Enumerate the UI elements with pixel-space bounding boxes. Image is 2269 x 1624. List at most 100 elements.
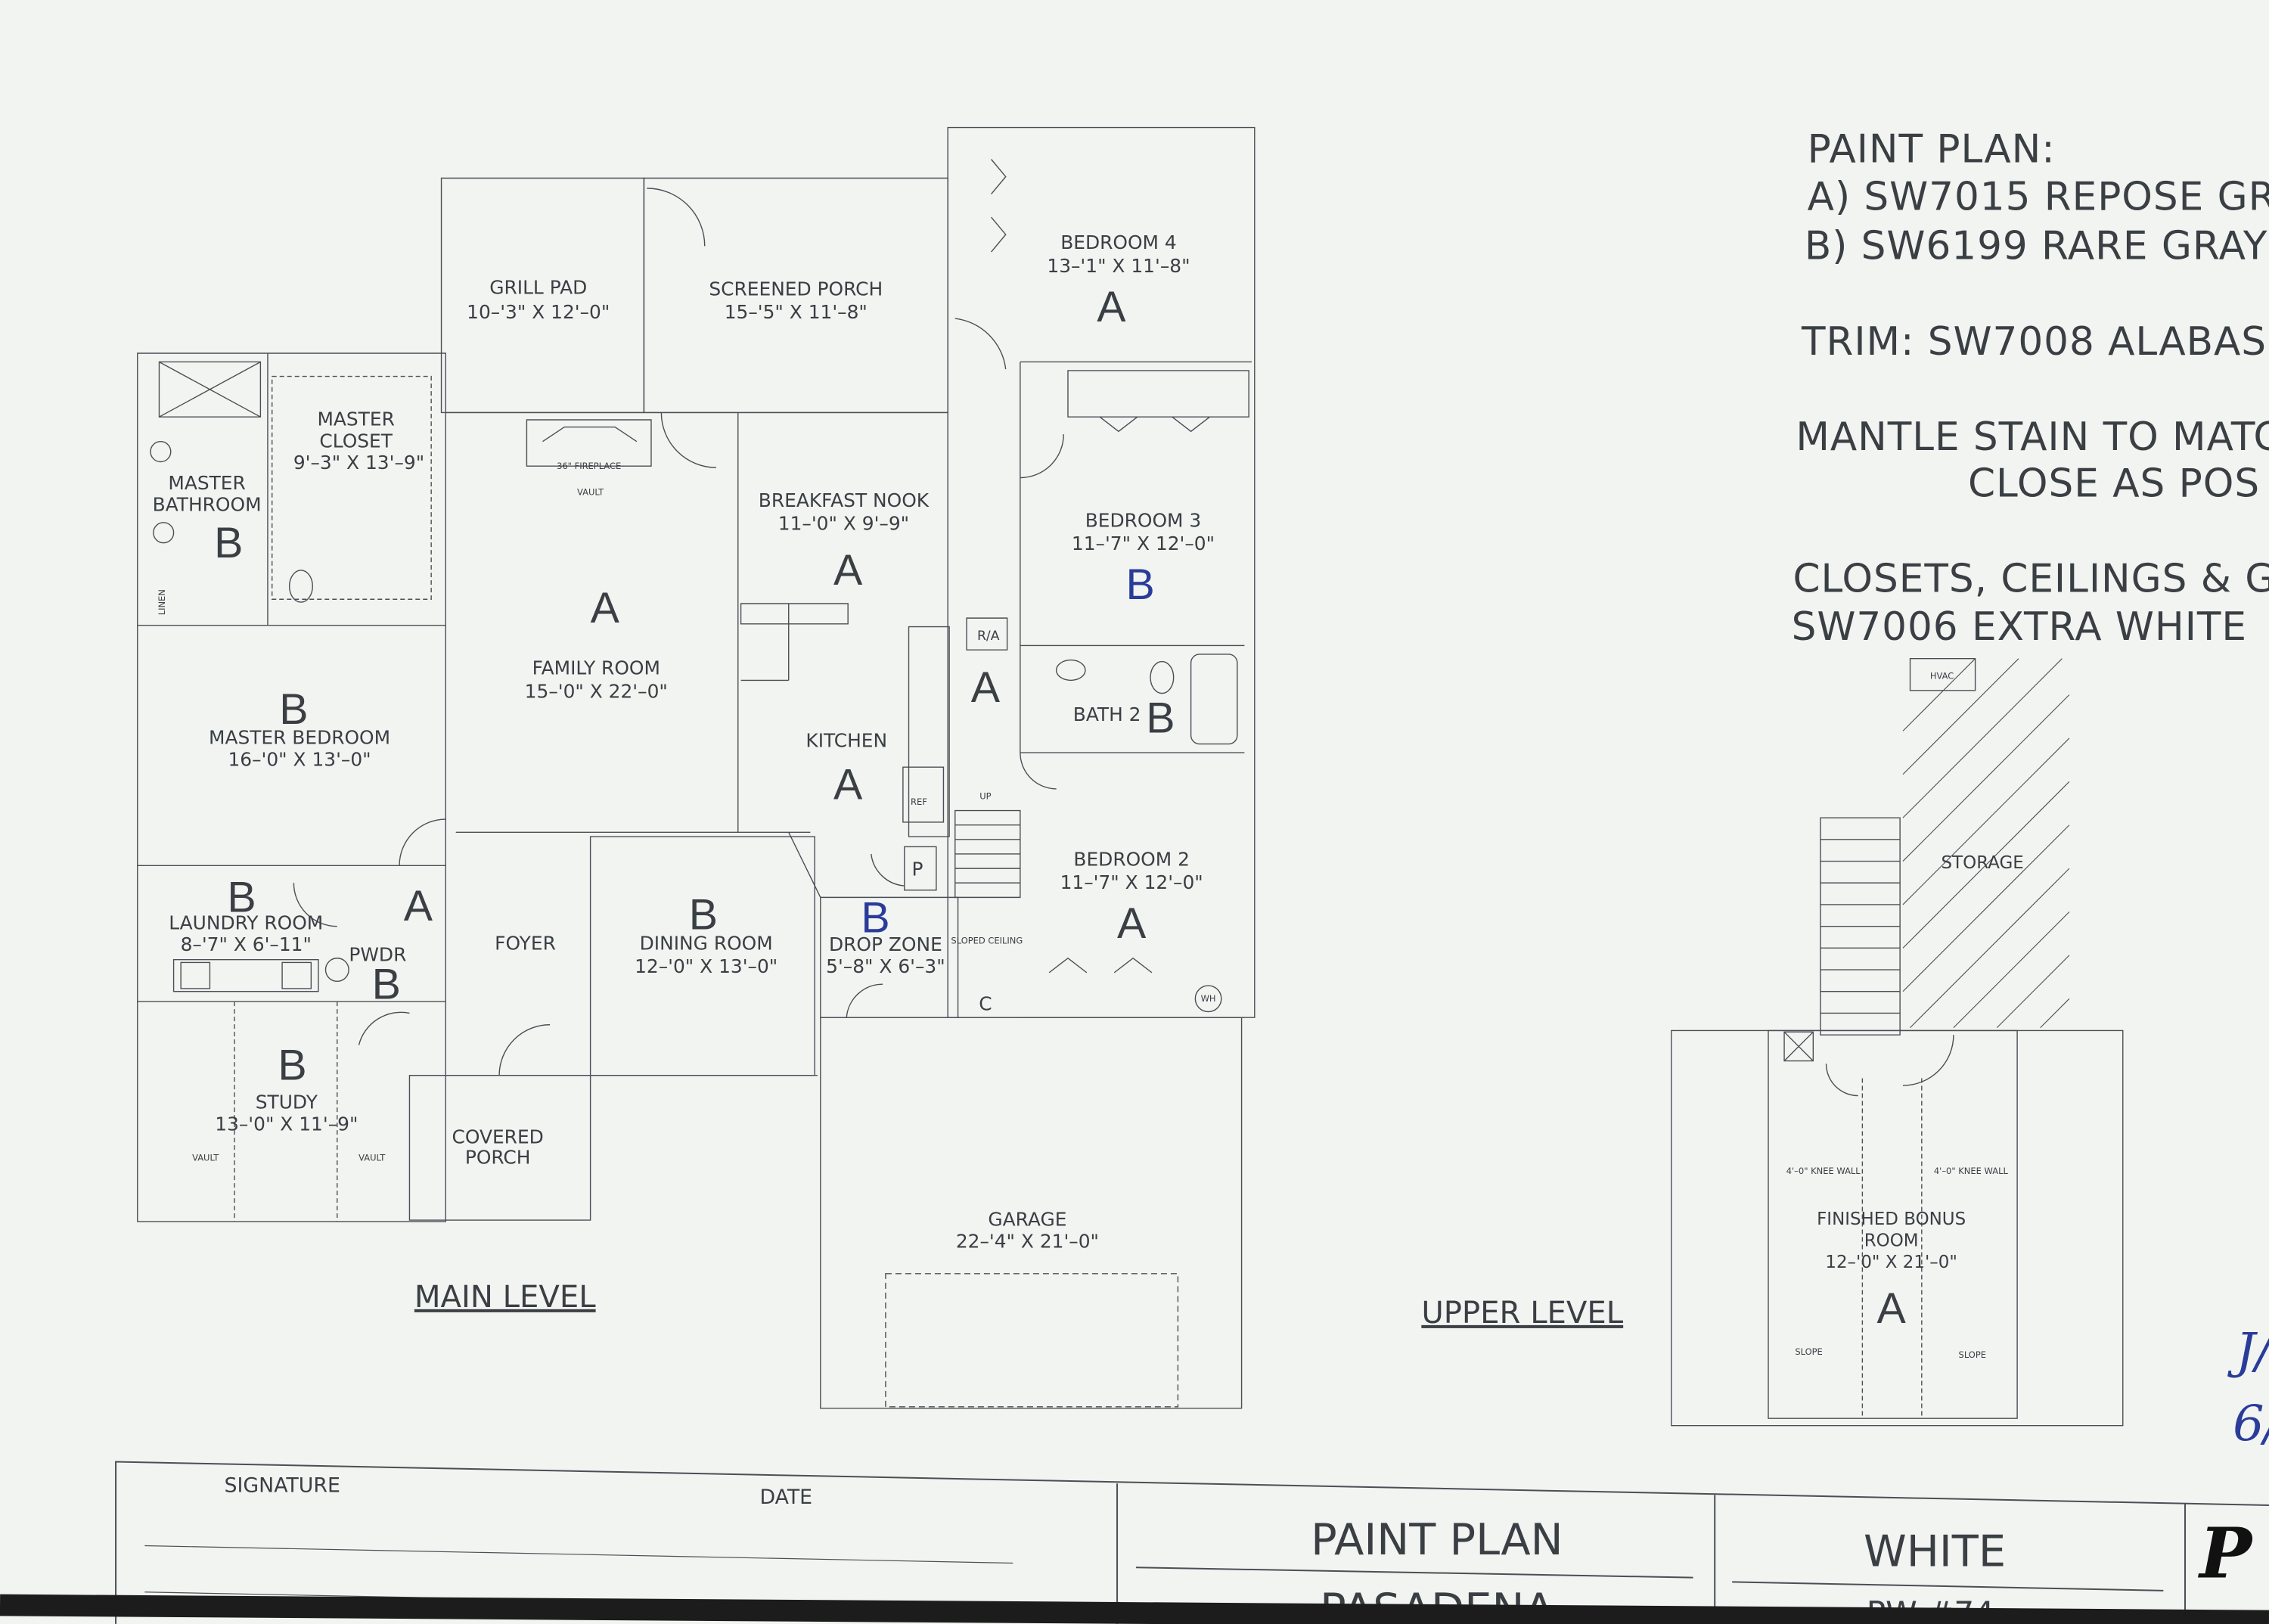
covered-porch-walls — [409, 1076, 590, 1220]
bedroom-4-label: BEDROOM 4 — [1060, 231, 1176, 253]
study-vault-left: VAULT — [192, 1153, 219, 1163]
family-vault-label: VAULT — [577, 486, 604, 497]
master-bathroom-paint-code: B — [214, 519, 243, 567]
upper-stairs — [1820, 818, 1900, 1035]
bonus-room-label-2: ROOM — [1864, 1231, 1919, 1250]
screened-porch-dims: 15–'5" X 11'–8" — [725, 301, 868, 323]
master-closet-dims: 9'–3" X 13'–9" — [293, 452, 424, 474]
master-bedroom-dims: 16–'0" X 13'–0" — [228, 748, 371, 770]
trim-color: TRIM: SW7008 ALABAS — [1801, 319, 2267, 365]
drop-zone-dims: 5'–8" X 6'–3" — [826, 955, 945, 977]
handwritten-note-1: J/ — [2227, 1323, 2269, 1380]
hvac-label: HVAC — [1930, 670, 1954, 681]
garage-dims: 22–'4" X 21'–0" — [956, 1230, 1099, 1252]
handwritten-note-2: 6/ — [2233, 1396, 2269, 1452]
drop-zone-label: DROP ZONE — [829, 933, 942, 955]
fireplace-label: 36" FIREPLACE — [557, 461, 621, 471]
kitchen-label: KITCHEN — [805, 729, 887, 751]
bedroom-2-dims: 11–'7" X 12'–0" — [1060, 871, 1203, 893]
bonus-room-label-1: FINISHED BONUS — [1817, 1209, 1966, 1229]
master-suite-walls — [138, 353, 446, 1222]
paint-plan-heading: PAINT PLAN: — [1808, 126, 2056, 172]
screened-porch-label: SCREENED PORCH — [709, 278, 883, 300]
bedroom-3-dims: 11–'7" X 12'–0" — [1072, 533, 1215, 554]
laundry-paint-code: B — [227, 874, 256, 922]
kitchen-paint-code: A — [833, 760, 863, 809]
grill-pad-label: GRILL PAD — [489, 277, 587, 299]
plan-title: PAINT PLAN — [1311, 1514, 1563, 1565]
dining-room-paint-code: B — [689, 890, 718, 939]
logo-letter: P — [2197, 1513, 2254, 1595]
mantle-note-2: CLOSE AS POS — [1968, 461, 2260, 506]
color-scheme: WHITE — [1864, 1526, 2006, 1576]
date-label: DATE — [759, 1486, 812, 1509]
powder-room-label: PWDR — [349, 944, 406, 966]
breakfast-nook-paint-code: A — [833, 546, 863, 595]
storage-hatch — [1903, 659, 2069, 1028]
main-level-title: MAIN LEVEL — [414, 1280, 596, 1315]
signature-label: SIGNATURE — [225, 1474, 340, 1498]
study-label: STUDY — [256, 1091, 318, 1113]
sloped-ceiling-label: SLOPED CEILING — [951, 936, 1023, 946]
screen-bezel — [0, 1594, 2269, 1624]
storage-label: STORAGE — [1942, 853, 2024, 873]
grill-pad-dims: 10–'3" X 12'–0" — [467, 301, 610, 323]
garage-walls — [821, 1017, 1242, 1408]
garage-label: GARAGE — [988, 1209, 1066, 1231]
master-bathroom-label-2: BATHROOM — [153, 494, 262, 516]
laundry-room-label: LAUNDRY ROOM — [169, 911, 323, 933]
study-vault-right: VAULT — [359, 1153, 386, 1163]
drop-zone-paint-code: B — [861, 893, 889, 942]
bath-2-label: BATH 2 — [1073, 703, 1141, 725]
breakfast-nook-label: BREAKFAST NOOK — [759, 489, 930, 511]
master-closet-label-1: MASTER — [317, 408, 394, 430]
study-paint-code: B — [278, 1041, 306, 1089]
covered-porch-label-2: PORCH — [465, 1146, 531, 1168]
laundry-room-dims: 8–'7" X 6'–11" — [181, 933, 312, 955]
bedroom-2-paint-code: A — [1117, 899, 1147, 948]
bonus-room-dims: 12–'0" X 21'–0" — [1825, 1253, 1957, 1272]
stairs-up-label: UP — [979, 790, 991, 801]
paint-color-a: A) SW7015 REPOSE GR — [1808, 175, 2269, 220]
master-bedroom-paint-code: B — [279, 685, 308, 734]
title-block — [116, 1462, 2269, 1624]
closets-note-1: CLOSETS, CEILINGS & GA — [1793, 557, 2269, 602]
bonus-room-paint-code: A — [1876, 1284, 1906, 1333]
master-bathroom-label-1: MASTER — [168, 472, 245, 494]
bedroom-3-paint-code: B — [1126, 560, 1155, 609]
foyer-label: FOYER — [495, 932, 556, 954]
return-air-label: R/A — [977, 629, 1000, 644]
bedroom-2-label: BEDROOM 2 — [1073, 848, 1189, 870]
knee-wall-left: 4'–0" KNEE WALL — [1786, 1166, 1861, 1176]
kitchen-counter — [909, 627, 950, 837]
main-stairs — [955, 811, 1020, 898]
dining-room-label: DINING ROOM — [640, 932, 773, 954]
breakfast-nook-dims: 11–'0" X 9'–9" — [778, 512, 909, 534]
family-room-label: FAMILY ROOM — [532, 657, 660, 679]
paint-color-b: B) SW6199 RARE GRAY — [1805, 224, 2268, 269]
slope-left: SLOPE — [1795, 1346, 1822, 1357]
bedroom-3-label: BEDROOM 3 — [1085, 510, 1201, 532]
knee-wall-right: 4'–0" KNEE WALL — [1934, 1166, 2009, 1176]
covered-porch-label-1: COVERED — [452, 1126, 543, 1148]
hall-paint-code: A — [971, 663, 1001, 712]
powder-paint-code: B — [372, 960, 401, 1008]
bedroom-4-dims: 13–'1" X 11'–8" — [1047, 255, 1190, 277]
closets-note-2: SW7006 EXTRA WHITE — [1792, 604, 2247, 650]
mantle-note-1: MANTLE STAIN TO MATC — [1796, 415, 2269, 460]
family-room-paint-code: A — [591, 584, 620, 632]
study-dims: 13–'0" X 11'–9" — [215, 1113, 358, 1135]
bedroom-4-paint-code: A — [1097, 283, 1126, 331]
pantry-label: P — [912, 859, 923, 880]
paint-plan-notes: PAINT PLAN: A) SW7015 REPOSE GR B) SW619… — [1792, 126, 2269, 649]
master-closet-label-2: CLOSET — [319, 430, 393, 452]
upper-level-title: UPPER LEVEL — [1421, 1296, 1623, 1331]
closet-c-label: C — [979, 993, 992, 1015]
water-heater-label: WH — [1201, 993, 1216, 1004]
slope-right: SLOPE — [1959, 1349, 1986, 1360]
master-bedroom-label: MASTER BEDROOM — [209, 727, 390, 749]
powder-hall-paint-code: A — [404, 882, 433, 930]
bath-2-paint-code: B — [1146, 694, 1175, 742]
refrigerator-label: REF — [911, 796, 927, 807]
